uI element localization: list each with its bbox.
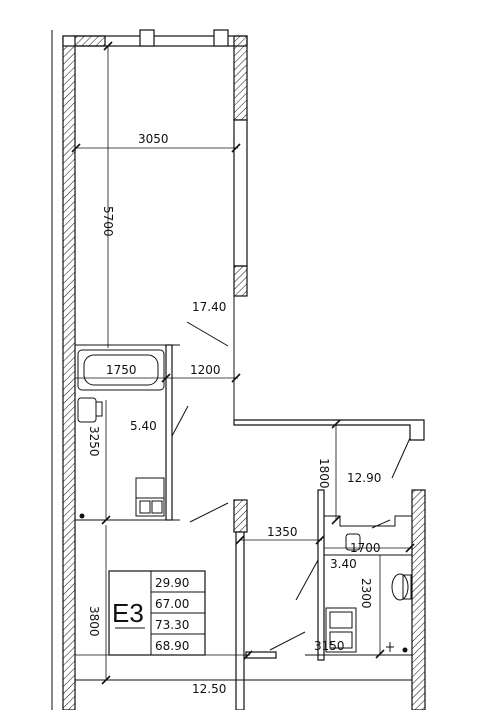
utility-door-leaf [371,519,391,529]
right-wall-middle [233,265,248,297]
right-window [233,119,248,267]
room-area-wc: 3.40 [330,557,357,571]
dim-5700: 5700 [101,206,115,237]
area-with-balcony: 73.30 [155,618,189,632]
area-total: 67.00 [155,597,189,611]
dim-1200: 1200 [190,363,221,377]
corridor-wall [233,419,425,441]
central-partition-wall [235,531,245,710]
dim-3250: 3250 [87,426,101,457]
riser-icon [79,513,85,519]
dim-1350: 1350 [267,525,298,539]
dim-1700: 1700 [350,541,381,555]
hall-door-leaf [269,631,306,651]
bath-door-leaf [171,405,189,437]
top-wall-pier [139,29,155,47]
washing-machine-icon [135,477,165,499]
room-area-kitchen: 12.90 [347,471,381,485]
central-column [233,499,248,533]
washing-machine-base [135,497,165,517]
room-area-bathroom: 5.40 [130,419,157,433]
faucet-icon [95,401,103,417]
bedroom-door-leaf [189,502,229,523]
wc-door-leaf [295,559,319,601]
dim-2300: 2300 [359,578,373,609]
toilet-tank [402,574,412,600]
riser-icon-right [402,647,408,653]
area-reduced: 68.90 [155,639,189,653]
dim-1800: 1800 [317,458,331,489]
bathtub-icon [77,349,165,391]
dim-1750: 1750 [106,363,137,377]
bathtub-inner [83,354,159,386]
right-wall-upper [233,35,248,121]
room-area-living: 17.40 [192,300,226,314]
dim-3050: 3050 [138,132,169,146]
top-wall-pier-right [213,29,229,47]
kitchen-door-leaf [391,437,411,479]
dim-3150: 3150 [314,639,345,653]
top-wall-segment [74,35,106,47]
living-door-leaf [186,321,229,347]
area-living: 29.90 [155,576,189,590]
appliance-icon [325,607,357,653]
toilet-icon [391,573,409,601]
room-area-bedroom: 12.50 [192,682,226,696]
wc-sink-icon [345,533,361,551]
wc-partition-left [317,489,325,661]
apartment-info-box: Е3 29.90 67.00 73.30 68.90 [108,570,206,656]
bath-partition-right [165,344,173,521]
apartment-code: Е3 [112,598,144,628]
sink-icon [77,397,97,423]
right-exterior-wall [411,489,426,710]
dim-3800: 3800 [87,606,101,637]
left-exterior-wall [62,35,76,710]
wc-partition-top [324,515,412,527]
